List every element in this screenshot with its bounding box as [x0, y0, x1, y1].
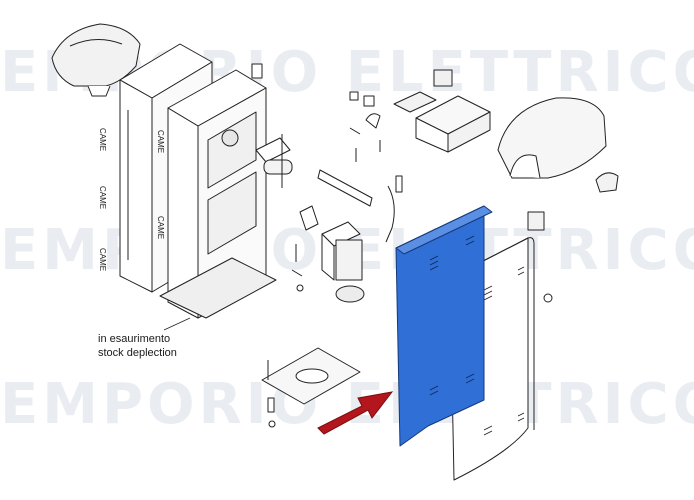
control-unit-box — [415, 95, 491, 153]
balancing-arm — [317, 169, 403, 243]
motor-cover-cap — [51, 23, 141, 97]
highlighted-side-panel — [395, 205, 493, 447]
note-leader-line — [163, 317, 191, 331]
svg-text:CAME: CAME — [98, 186, 107, 209]
anchor-plate — [261, 347, 361, 428]
transformer — [433, 69, 453, 87]
stock-note-line-english: stock deplection — [98, 347, 177, 359]
stock-note-line-italian: in esaurimento — [98, 333, 171, 345]
control-board — [393, 91, 437, 113]
small-hardware — [291, 91, 553, 303]
svg-text:CAME: CAME — [156, 130, 165, 153]
stock-note: in esaurimento stock deplection — [98, 332, 177, 360]
key-lock — [595, 172, 619, 193]
svg-text:CAME: CAME — [98, 128, 107, 151]
svg-text:CAME: CAME — [98, 248, 107, 271]
top-bracket — [251, 63, 263, 79]
drive-shaft — [255, 134, 293, 188]
pointer-arrow — [317, 391, 394, 435]
gearmotor — [321, 221, 365, 303]
barrier-cabinet-front: CAME CAME — [156, 69, 277, 319]
mount-bracket — [299, 205, 319, 231]
svg-text:CAME: CAME — [156, 216, 165, 239]
panel-clip — [527, 211, 545, 231]
dome-cover — [497, 97, 607, 179]
